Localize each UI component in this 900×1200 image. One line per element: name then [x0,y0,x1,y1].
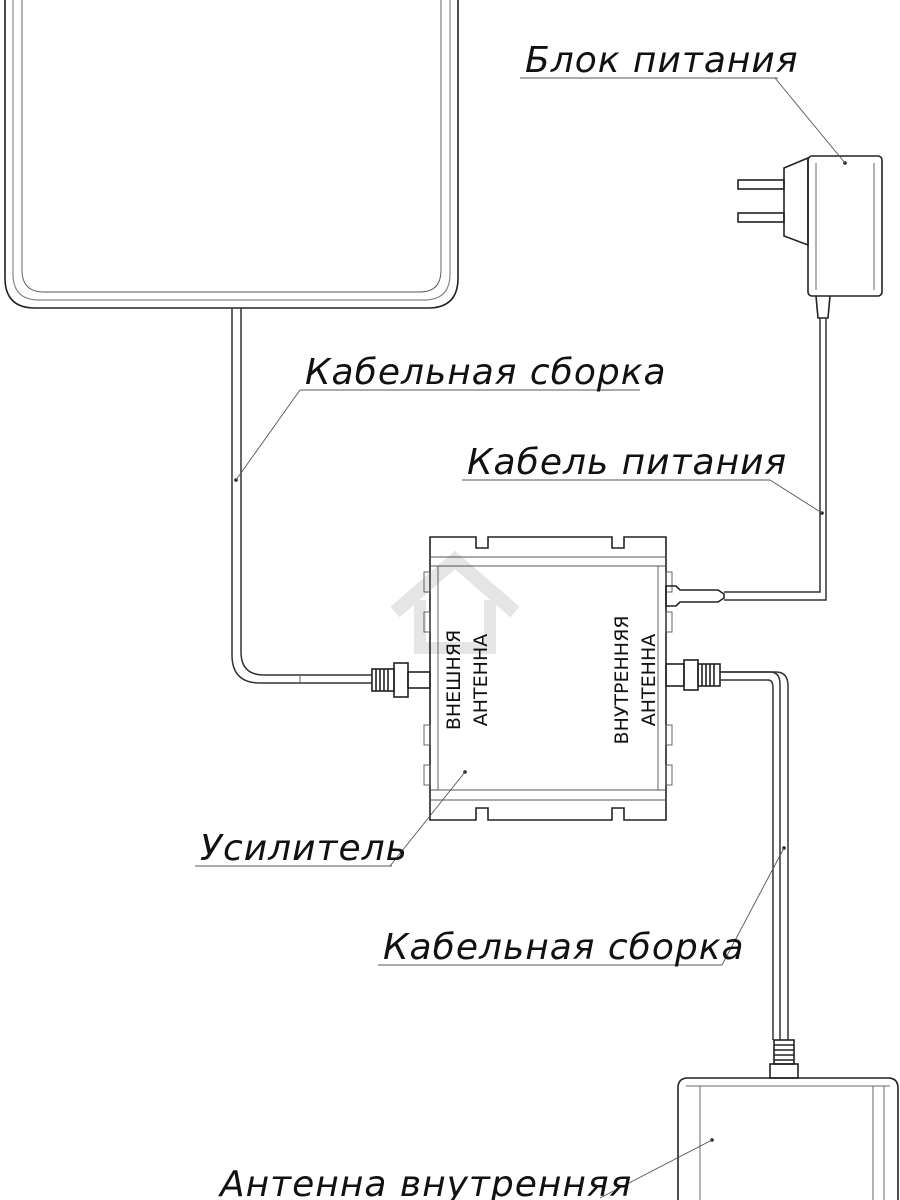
panel-label-external-1: ВНЕШНЯЯ [443,630,465,730]
watermark-house-icon [390,550,520,654]
amplifier [423,536,673,821]
label-amplifier: Усилитель [200,828,408,869]
indoor-antenna-connector [769,1039,799,1079]
power-jack-connector [665,585,725,607]
internal-antenna-connector [665,659,721,691]
leader-cable-assembly-top [235,389,640,481]
label-cable-assembly-bottom: Кабельная сборка [383,927,745,968]
bottom-cable-assembly [720,671,789,1040]
label-power-supply: Блок питания [525,40,798,81]
panel-label-internal-2: АНТЕННА [638,634,660,726]
panel-label-internal-1: ВНУТРЕННЯЯ [611,616,633,745]
panel-label-external-2: АНТЕННА [470,634,492,726]
external-antenna-connector [371,662,431,698]
label-cable-assembly-top: Кабельная сборка [305,352,667,393]
leader-indoor-antenna [599,1139,713,1199]
indoor-antenna [677,1077,899,1200]
label-power-cable: Кабель питания [467,442,787,483]
label-indoor-antenna: Антенна внутренняя [218,1164,632,1200]
leader-power-supply [520,77,846,164]
power-supply [737,155,883,319]
leader-power-cable [462,479,823,514]
leader-amplifier [195,771,466,867]
leader-cable-assembly-bottom [378,847,785,966]
outdoor-antenna-panel [4,0,459,309]
